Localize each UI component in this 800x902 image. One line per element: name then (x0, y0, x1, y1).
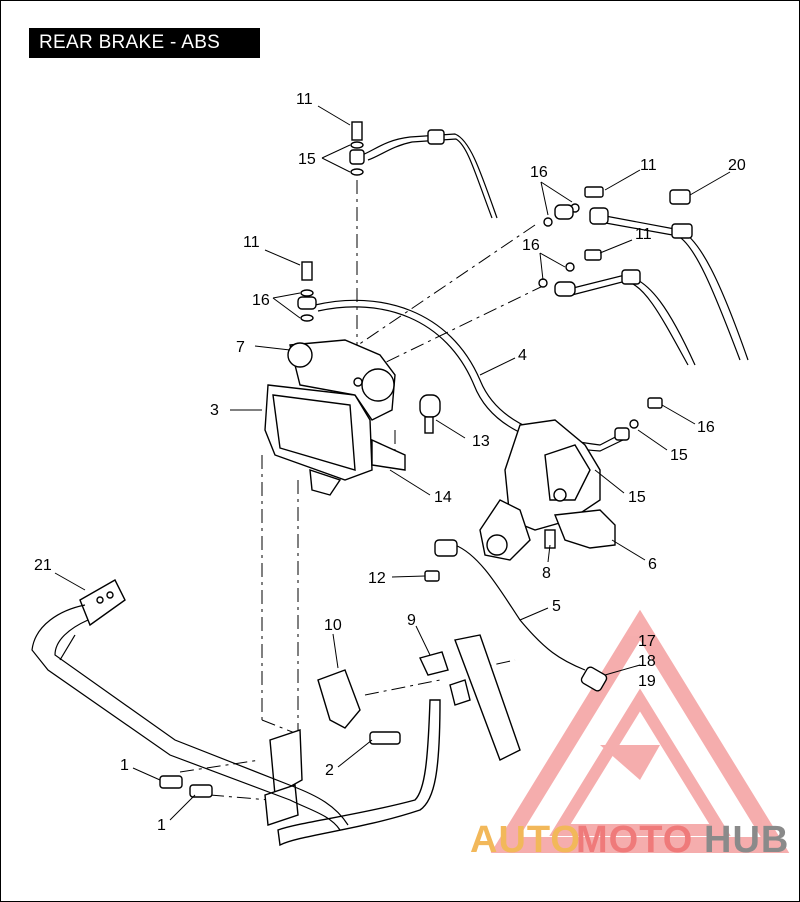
callout-2: 2 (325, 762, 334, 779)
callout-4: 4 (518, 347, 527, 364)
callout-16: 16 (697, 419, 715, 436)
abs-module (264, 339, 406, 496)
callout-leaders (54, 105, 731, 821)
callout-21: 21 (34, 557, 52, 574)
callout-1: 1 (157, 817, 166, 834)
callout-14: 14 (434, 489, 452, 506)
harness-clips (317, 651, 449, 729)
callout-16: 16 (530, 164, 548, 181)
mounting-bar-21 (31, 579, 349, 831)
callout-3: 3 (210, 402, 219, 419)
callout-18: 18 (638, 653, 656, 670)
callout-1: 1 (120, 757, 129, 774)
watermark-hub: HUB (704, 819, 789, 861)
callout-12: 12 (368, 570, 386, 587)
callout-labels: 11 15 16 11 20 11 16 16 11 7 4 3 13 16 1… (34, 91, 746, 834)
watermark-text: AUTO MOTO HUB (470, 819, 789, 861)
watermark-moto: MOTO (576, 819, 693, 861)
fittings-and-fasteners (159, 121, 693, 798)
callout-10: 10 (324, 617, 342, 634)
callout-13: 13 (472, 433, 490, 450)
callout-5: 5 (552, 598, 561, 615)
callout-11: 11 (296, 91, 313, 108)
callout-16: 16 (522, 237, 540, 254)
callout-8: 8 (542, 565, 551, 582)
callout-19: 19 (638, 673, 656, 690)
callout-11: 11 (243, 234, 260, 251)
rear-brake-caliper (479, 419, 616, 561)
sensor-bracket-13 (419, 394, 441, 434)
callout-15: 15 (628, 489, 646, 506)
watermark-logo (490, 609, 790, 853)
callout-11: 11 (635, 226, 652, 243)
callout-17: 17 (638, 633, 656, 650)
callout-16: 16 (252, 292, 270, 309)
callout-9: 9 (407, 612, 416, 629)
wheel-speed-sensor (434, 539, 608, 692)
callout-7: 7 (236, 339, 245, 356)
callout-15: 15 (298, 151, 316, 168)
frame-rail (264, 634, 521, 847)
callout-11: 11 (640, 157, 657, 174)
diagram-title: REAR BRAKE - ABS (29, 28, 260, 58)
watermark-auto: AUTO (470, 819, 581, 861)
callout-20: 20 (728, 157, 746, 174)
callout-6: 6 (648, 556, 657, 573)
callout-15: 15 (670, 447, 688, 464)
